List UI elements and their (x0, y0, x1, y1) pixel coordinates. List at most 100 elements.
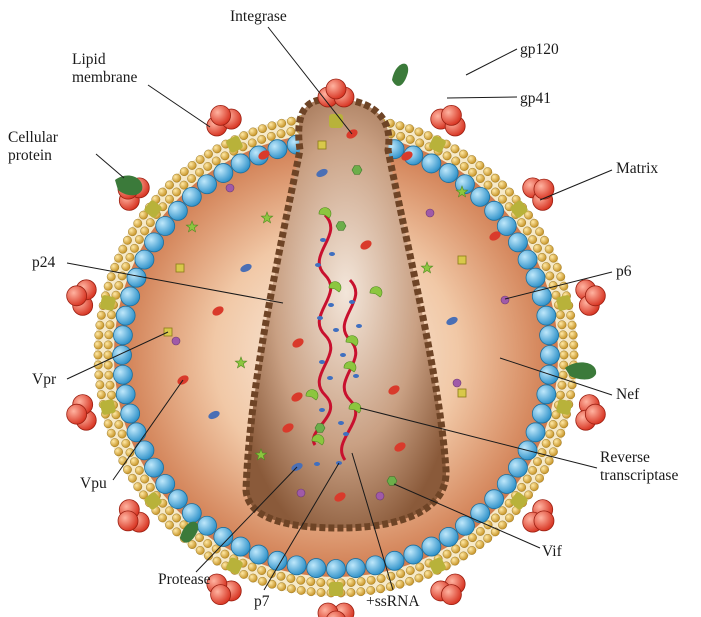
membrane-bead (535, 474, 543, 482)
gp120-trimer-icon (585, 404, 605, 424)
membrane-bead (196, 546, 204, 554)
matrix-bead (385, 551, 404, 570)
membrane-bead (105, 331, 113, 339)
matrix-bead (182, 187, 201, 206)
membrane-bead (377, 574, 385, 582)
matrix-bead (537, 306, 556, 325)
matrix-bead (121, 287, 140, 306)
p7-protein (315, 263, 321, 267)
matrix-bead (127, 423, 146, 442)
membrane-bead (115, 420, 123, 428)
membrane-bead (538, 253, 546, 261)
membrane-bead (240, 570, 248, 578)
matrix-bead (422, 154, 441, 173)
p7-protein (353, 374, 359, 378)
membrane-bead (406, 135, 414, 143)
matrix-bead (404, 545, 423, 564)
membrane-bead (196, 155, 204, 163)
membrane-bead (134, 219, 142, 227)
matrix-bead (116, 306, 135, 325)
membrane-bead (491, 188, 499, 196)
gp41-stalk-icon (329, 114, 343, 128)
membrane-bead (538, 448, 546, 456)
membrane-bead (498, 521, 506, 529)
gp120-trimer-icon (326, 79, 346, 99)
membrane-bead (406, 566, 414, 574)
membrane-bead (172, 514, 180, 522)
membrane-bead (119, 457, 127, 465)
membrane-bead (95, 371, 103, 379)
membrane-bead (106, 321, 114, 329)
membrane-bead (106, 381, 114, 389)
leader-lipid (148, 85, 210, 127)
membrane-bead (558, 321, 566, 329)
membrane-bead (258, 566, 266, 574)
membrane-bead (135, 466, 143, 474)
p6-protein (501, 296, 509, 304)
membrane-bead (570, 341, 578, 349)
membrane-bead (498, 507, 506, 515)
label-ssrna: +ssRNA (366, 593, 420, 610)
membrane-bead (204, 162, 212, 170)
membrane-bead (123, 465, 131, 473)
membrane-bead (452, 157, 460, 165)
label-cellular-line2: protein (8, 147, 52, 164)
membrane-bead (416, 139, 424, 147)
membrane-bead (97, 390, 105, 398)
matrix-bead (485, 490, 504, 509)
gp120-trimer-icon (585, 286, 605, 306)
membrane-bead (213, 145, 221, 153)
membrane-bead (97, 311, 105, 319)
membrane-bead (540, 465, 548, 473)
membrane-bead (459, 552, 467, 560)
matrix-bead (182, 504, 201, 523)
membrane-bead (546, 430, 554, 438)
p6-protein (226, 184, 234, 192)
matrix-bead (497, 474, 516, 493)
membrane-bead (146, 483, 154, 491)
membrane-bead (297, 586, 305, 594)
label-lipid-line2: membrane (72, 69, 138, 86)
vif-protein (315, 424, 325, 433)
gp120-trimer-icon (118, 511, 138, 531)
membrane-bead (545, 245, 553, 253)
matrix-bead (127, 268, 146, 287)
membrane-bead (107, 273, 115, 281)
membrane-bead (158, 514, 166, 522)
membrane-bead (560, 420, 568, 428)
matrix-bead (471, 504, 490, 523)
matrix-bead (156, 474, 175, 493)
matrix-bead (135, 250, 154, 269)
p6-protein (297, 489, 305, 497)
membrane-bead (542, 439, 550, 447)
membrane-bead (367, 576, 375, 584)
membrane-bead (484, 167, 492, 175)
membrane-bead (468, 533, 476, 541)
membrane-bead (287, 585, 295, 593)
membrane-bead (128, 474, 136, 482)
membrane-bead (277, 583, 285, 591)
membrane-bead (248, 139, 256, 147)
membrane-bead (94, 351, 102, 359)
membrane-bead (484, 534, 492, 542)
matrix-bead (540, 326, 559, 345)
matrix-bead (485, 201, 504, 220)
matrix-bead (121, 404, 140, 423)
membrane-bead (134, 483, 142, 491)
membrane-bead (287, 574, 295, 582)
p7-protein (343, 432, 349, 436)
membrane-bead (267, 132, 275, 140)
membrane-bead (277, 119, 285, 127)
label-rt-line1: Reverse (600, 449, 650, 466)
leader-gp41 (447, 97, 517, 98)
membrane-bead (165, 507, 173, 515)
membrane-bead (165, 181, 173, 189)
membrane-bead (96, 321, 104, 329)
membrane-bead (491, 174, 499, 182)
membrane-bead (105, 371, 113, 379)
label-vpu: Vpu (80, 475, 107, 492)
membrane-bead (533, 244, 541, 252)
gp120-trimer-icon (211, 585, 231, 605)
membrane-bead (123, 236, 131, 244)
gp120-trimer-icon (67, 286, 87, 306)
